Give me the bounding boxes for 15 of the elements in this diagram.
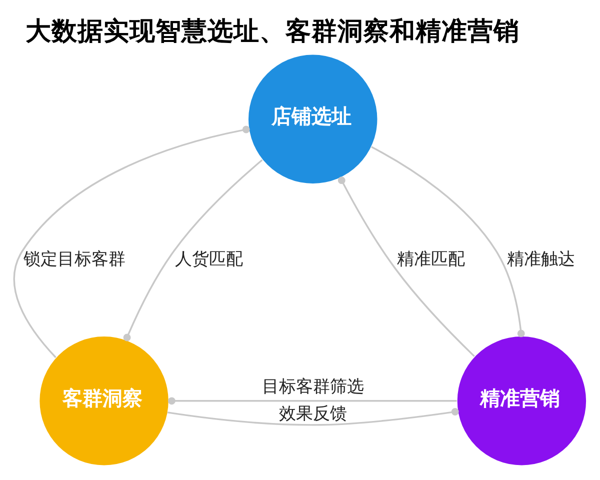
diagram-title: 大数据实现智慧选址、客群洞察和精准营销 <box>25 16 520 47</box>
edge-label: 效果反馈 <box>278 404 347 424</box>
connector <box>123 159 263 342</box>
edge-label: 锁定目标客群 <box>24 249 126 270</box>
connector <box>168 397 457 405</box>
edge-label: 人货匹配 <box>175 249 244 270</box>
edge-label: 精准匹配 <box>396 249 465 270</box>
connector <box>338 176 475 357</box>
connector <box>371 146 525 338</box>
connector <box>13 126 250 358</box>
node-circle: 精准营销 <box>457 336 586 466</box>
node-circle: 客群洞察 <box>40 336 168 466</box>
edge-label: 目标客群筛选 <box>262 376 364 397</box>
edge-label: 精准触达 <box>507 249 576 270</box>
connector <box>168 408 459 426</box>
